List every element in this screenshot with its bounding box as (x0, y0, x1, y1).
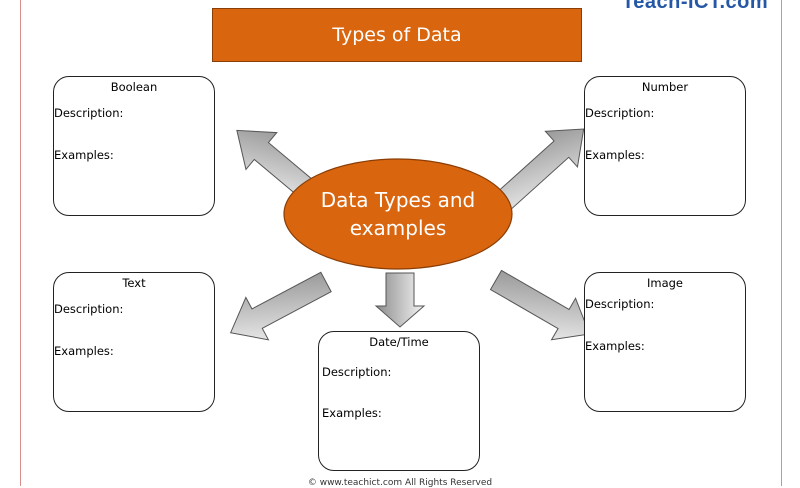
box-number: Number Description: Examples: (584, 76, 746, 216)
box-boolean-description-label: Description: (54, 106, 124, 120)
box-number-title: Number (641, 80, 689, 94)
box-image-examples-label: Examples: (585, 339, 645, 353)
title-banner: Types of Data (212, 8, 582, 62)
arrow-to-image (489, 269, 591, 341)
copyright-footer: © www.teachict.com All Rights Reserved (307, 478, 493, 488)
center-label-line1: Data Types and (320, 188, 476, 212)
box-boolean-title: Boolean (110, 80, 158, 94)
box-boolean: Boolean Description: Examples: (53, 76, 215, 216)
box-image: Image Description: Examples: (584, 272, 746, 412)
box-text-examples-label: Examples: (54, 344, 114, 358)
arrow-to-text (229, 271, 332, 341)
box-datetime-description-label: Description: (322, 365, 392, 379)
center-label: Data Types and examples (284, 186, 512, 242)
page-border-left (20, 0, 21, 486)
box-datetime-examples-label: Examples: (322, 406, 382, 420)
arrow-to-datetime (374, 272, 426, 328)
box-number-examples-label: Examples: (585, 148, 645, 162)
box-text-title: Text (122, 276, 146, 290)
box-boolean-examples-label: Examples: (54, 148, 114, 162)
box-image-title: Image (646, 276, 684, 290)
arrow-to-number (487, 128, 585, 217)
brand-logo: Teach-ICT.com (622, 0, 769, 13)
page-title: Types of Data (332, 24, 462, 46)
box-datetime-title: Date/Time (369, 335, 429, 349)
box-datetime: Date/Time Description: Examples: (318, 331, 480, 471)
box-image-description-label: Description: (585, 297, 655, 311)
box-text: Text Description: Examples: (53, 272, 215, 412)
box-text-description-label: Description: (54, 302, 124, 316)
box-number-description-label: Description: (585, 106, 655, 120)
page-border-right (781, 0, 782, 486)
center-label-line2: examples (349, 216, 447, 240)
center-ellipse (283, 158, 513, 270)
